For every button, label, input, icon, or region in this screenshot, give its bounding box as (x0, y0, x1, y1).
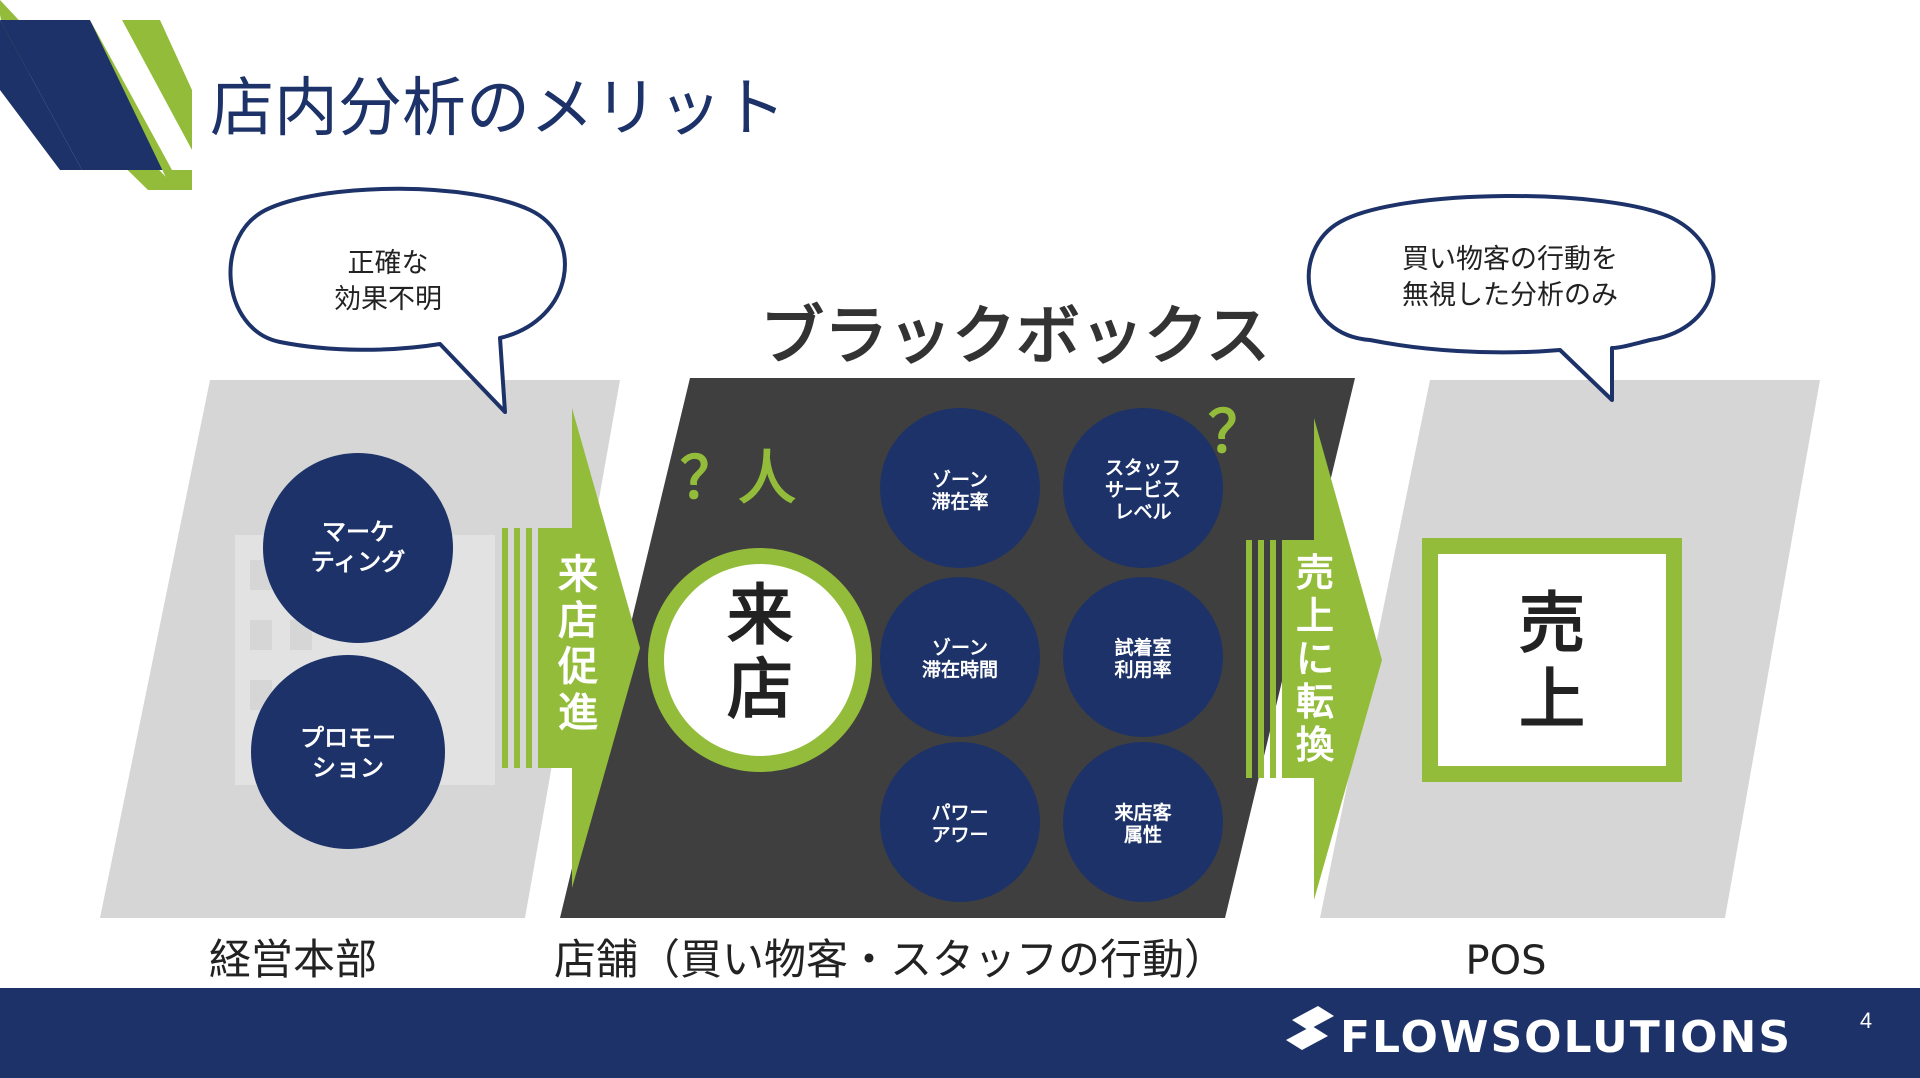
metric-label: サービス (1105, 479, 1181, 501)
header-corner-decoration (0, 0, 192, 190)
store-visit-char: 店 (727, 651, 793, 728)
arrow-char: 換 (1296, 723, 1335, 767)
metric-label: 利用率 (1114, 658, 1171, 681)
store-caption: 店舗（買い物客・スタッフの行動） (554, 935, 1226, 984)
store-visit-char: 来 (727, 577, 793, 654)
hq-caption: 経営本部 (209, 935, 377, 984)
metric-zone-stay-rate: ゾーン 滞在率 (880, 408, 1040, 568)
metric-zone-stay-time: ゾーン 滞在時間 (880, 577, 1040, 737)
metric-fitting-room-usage: 試着室 利用率 (1063, 577, 1223, 737)
convert-sales-label: 売 上 に 転 換 (1296, 551, 1335, 767)
unknown-person-label: ？人 (680, 444, 796, 512)
bubble-right-text: 無視した分析のみ (1402, 280, 1618, 311)
blackbox-heading: ブラックボックス (760, 300, 1270, 374)
page-title: 店内分析のメリット (210, 72, 786, 146)
hq-circle-promotion: プロモー ション (251, 655, 445, 849)
store-visit-circle: 来 店 (648, 548, 872, 772)
metric-label: ゾーン (932, 469, 988, 491)
flow-logo-icon (1286, 1006, 1334, 1050)
promote-visit-arrow (502, 408, 640, 888)
metric-label: ゾーン (932, 637, 988, 659)
arrow-char: 上 (1296, 594, 1334, 638)
convert-sales-arrow (1246, 418, 1382, 900)
arrow-char: 転 (1296, 680, 1334, 724)
arrow-char: 進 (558, 690, 598, 736)
metric-label: 来店客 (1114, 801, 1172, 824)
bubble-left-text: 効果不明 (334, 284, 442, 315)
metric-power-hour: パワー アワー (880, 742, 1040, 902)
hq-circle-label: マーケ (322, 518, 394, 546)
metric-label: パワー (931, 802, 988, 824)
arrow-char: に (1296, 637, 1334, 681)
speech-bubble-left: 正確な 効果不明 (228, 186, 567, 414)
question-mark-icon: ？ (1208, 398, 1266, 466)
arrow-char: 促 (557, 644, 598, 690)
metric-label: 試着室 (1114, 636, 1171, 659)
arrow-char: 売 (1296, 551, 1334, 595)
metric-label: 属性 (1124, 823, 1162, 846)
pos-sales-box: 売 上 (1422, 538, 1682, 782)
hq-circle-marketing: マーケ ティング (263, 453, 453, 643)
pos-sales-char: 上 (1519, 661, 1585, 738)
hq-circle-label: ティング (311, 548, 406, 576)
metric-staff-service-level: スタッフ サービス レベル (1063, 408, 1223, 568)
metric-visitor-attributes: 来店客 属性 (1063, 742, 1223, 902)
promote-visit-label: 来 店 促 進 (557, 552, 598, 736)
page-number: 4 (1860, 1008, 1872, 1033)
pos-caption: POS (1466, 938, 1547, 984)
metric-label: 滞在率 (931, 490, 988, 513)
metric-label: レベル (1114, 501, 1171, 523)
arrow-char: 店 (558, 598, 598, 644)
metric-label: アワー (931, 824, 988, 846)
pos-sales-char: 売 (1519, 585, 1585, 662)
metric-label: スタッフ (1105, 457, 1181, 479)
bubble-right-text: 買い物客の行動を (1402, 244, 1618, 275)
footer-bar (0, 988, 1920, 1078)
speech-bubble-right: 買い物客の行動を 無視した分析のみ (1306, 193, 1716, 402)
hq-circle-label: ション (312, 754, 384, 782)
arrow-char: 来 (558, 552, 598, 598)
metric-label: 滞在時間 (922, 658, 998, 681)
hq-circle-label: プロモー (300, 724, 396, 752)
bubble-left-text: 正確な (348, 248, 429, 279)
footer-logo: FLOWSOLUTIONS (1340, 1012, 1792, 1063)
